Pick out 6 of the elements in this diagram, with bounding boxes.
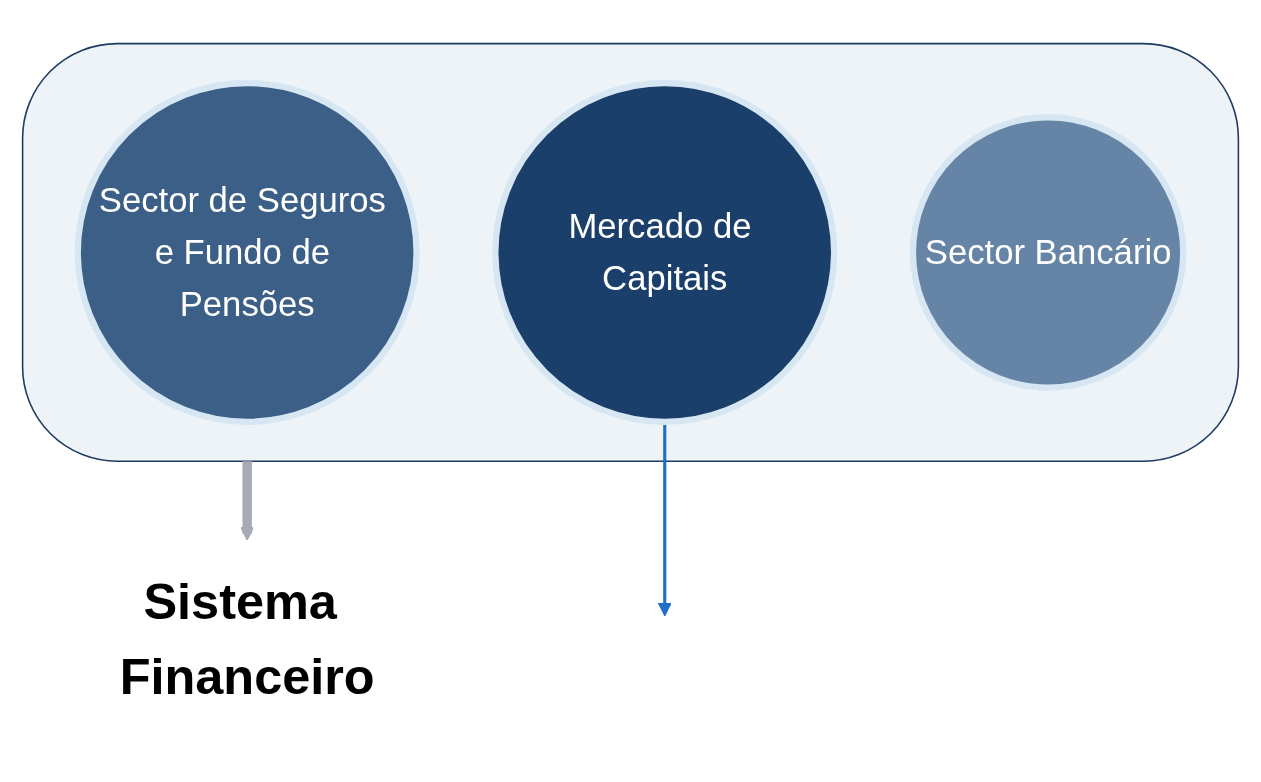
node-circle: Sector de Seguros e Fundo de Pensões bbox=[74, 79, 420, 425]
node-circle: Mercado de Capitais bbox=[492, 79, 838, 425]
node-text: Sistema Financeiro bbox=[119, 573, 375, 706]
node-circle: Sector Bancário bbox=[909, 114, 1187, 391]
arrow bbox=[240, 461, 255, 541]
cluster bbox=[21, 42, 1240, 462]
